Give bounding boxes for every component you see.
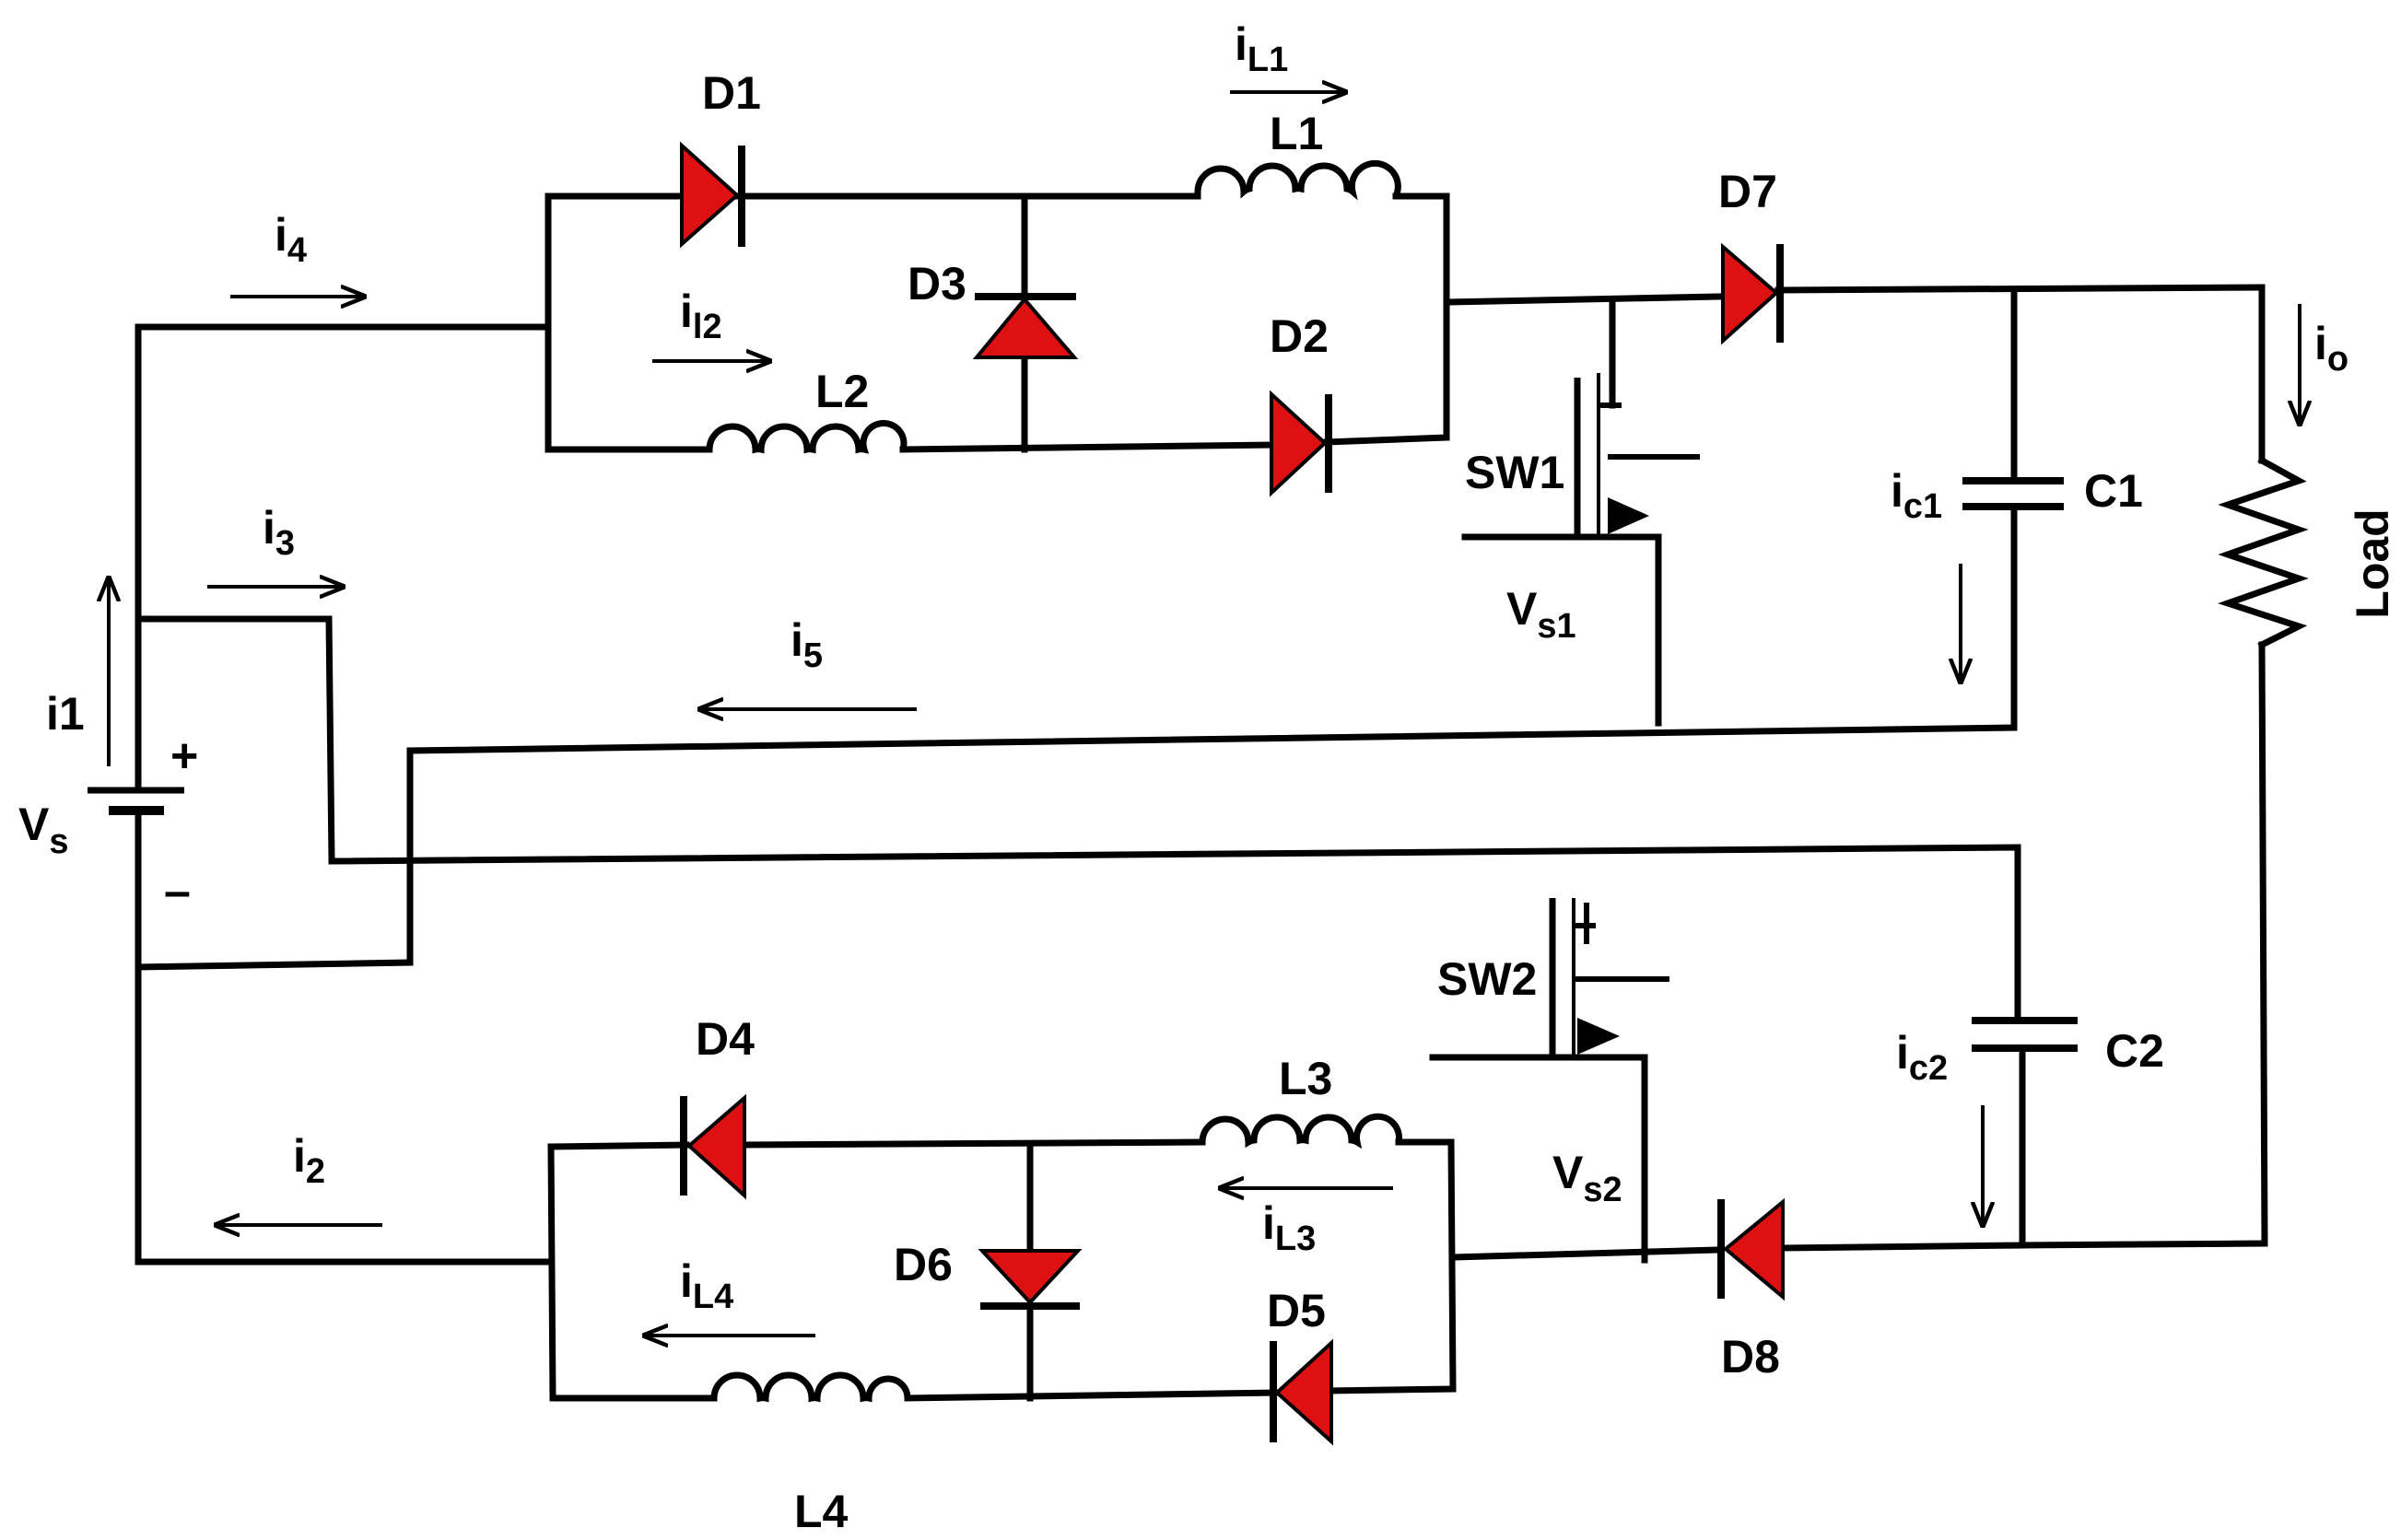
wire-c1-bottom xyxy=(135,503,2018,971)
label-il2: il2 xyxy=(680,286,722,346)
label-c2: C2 xyxy=(2105,1025,2164,1077)
label-l3: L3 xyxy=(1279,1053,1332,1104)
capacitor-c1 xyxy=(1962,477,2064,510)
wire-lower-top-left xyxy=(547,1141,690,1150)
label-d5: D5 xyxy=(1267,1285,1326,1336)
component-labels: D1 D2 D3 D4 D5 D6 D7 D8 L1 L2 L3 L4 C1 C… xyxy=(18,67,2398,1537)
label-source: Vs xyxy=(18,799,69,861)
label-load: Load xyxy=(2347,508,2398,618)
label-minus: – xyxy=(164,865,191,918)
label-iL4: iL4 xyxy=(680,1255,733,1316)
diode-d8 xyxy=(1717,1197,1785,1301)
label-plus: + xyxy=(170,729,198,783)
inductor-l3 xyxy=(1199,1113,1402,1149)
label-d4: D4 xyxy=(696,1013,755,1065)
wire-sw1-source xyxy=(1461,533,1662,727)
wiring xyxy=(135,192,2268,1402)
current-arrows xyxy=(109,92,2300,1336)
label-d3: D3 xyxy=(908,258,966,309)
switch-sw1 xyxy=(1574,373,1700,539)
capacitor-c2 xyxy=(1972,1017,2078,1052)
wire-node-to-d7 xyxy=(1443,293,1725,306)
switch-sw2 xyxy=(1549,898,1669,1059)
dc-source xyxy=(88,769,184,834)
wire-lower-top-right xyxy=(1328,1138,1457,1394)
diode-d1 xyxy=(680,141,745,249)
wire-lower-top-mid xyxy=(741,1138,1206,1149)
diode-d7 xyxy=(1721,242,1784,345)
label-l2: L2 xyxy=(815,366,869,417)
inductor-l1 xyxy=(1194,159,1401,201)
label-i2: i2 xyxy=(293,1130,325,1191)
diode-d3 xyxy=(972,293,1079,359)
label-c1: C1 xyxy=(2084,465,2143,517)
diode-d4 xyxy=(680,1093,746,1200)
current-labels: iL1 i4 il2 i3 i5 i1 io ic1 ic2 i2 iL3 iL… xyxy=(46,18,2348,1316)
wire-d8-to-c2 xyxy=(1779,1242,2026,1252)
wire-i3-branch xyxy=(135,615,2021,1021)
inductor-l4 xyxy=(710,1371,911,1403)
wire-lower-bottom-mid xyxy=(904,1389,1280,1402)
wire-load-bottom xyxy=(2019,641,2268,1249)
label-sw2: SW2 xyxy=(1437,953,1537,1005)
label-vs2: Vs2 xyxy=(1552,1147,1622,1209)
wire-lower-node-to-d8 xyxy=(1449,1246,1722,1261)
label-l1: L1 xyxy=(1270,108,1323,159)
label-i3: i3 xyxy=(263,502,295,563)
label-sw1: SW1 xyxy=(1465,447,1564,498)
wire-sw2-source xyxy=(1429,1054,1648,1264)
label-i1: i1 xyxy=(46,688,85,740)
label-iL1: iL1 xyxy=(1235,18,1288,79)
inductor-l2 xyxy=(706,419,908,454)
label-ic2: ic2 xyxy=(1896,1027,1948,1088)
label-vs1: Vs1 xyxy=(1506,583,1576,646)
wire-lower-left-vertical xyxy=(547,1143,556,1402)
load-resistor xyxy=(2218,456,2309,649)
wire-upper-bottom-mid xyxy=(899,441,1275,453)
label-i4: i4 xyxy=(275,209,307,270)
wire-upper-top-right xyxy=(1323,192,1450,446)
label-d6: D6 xyxy=(894,1239,953,1290)
label-iL3: iL3 xyxy=(1262,1197,1316,1258)
label-ic1: ic1 xyxy=(1891,465,1942,526)
wire-output-top xyxy=(1774,284,2266,294)
label-d1: D1 xyxy=(702,67,761,119)
label-l4: L4 xyxy=(794,1486,849,1537)
diode-d6 xyxy=(978,1249,1083,1310)
label-d8: D8 xyxy=(1721,1331,1780,1382)
label-io: io xyxy=(2314,318,2348,379)
diode-d2 xyxy=(1270,390,1332,497)
diode-d5 xyxy=(1270,1338,1333,1446)
label-d7: D7 xyxy=(1718,166,1777,217)
label-i5: i5 xyxy=(791,614,823,675)
label-d2: D2 xyxy=(1270,310,1329,362)
